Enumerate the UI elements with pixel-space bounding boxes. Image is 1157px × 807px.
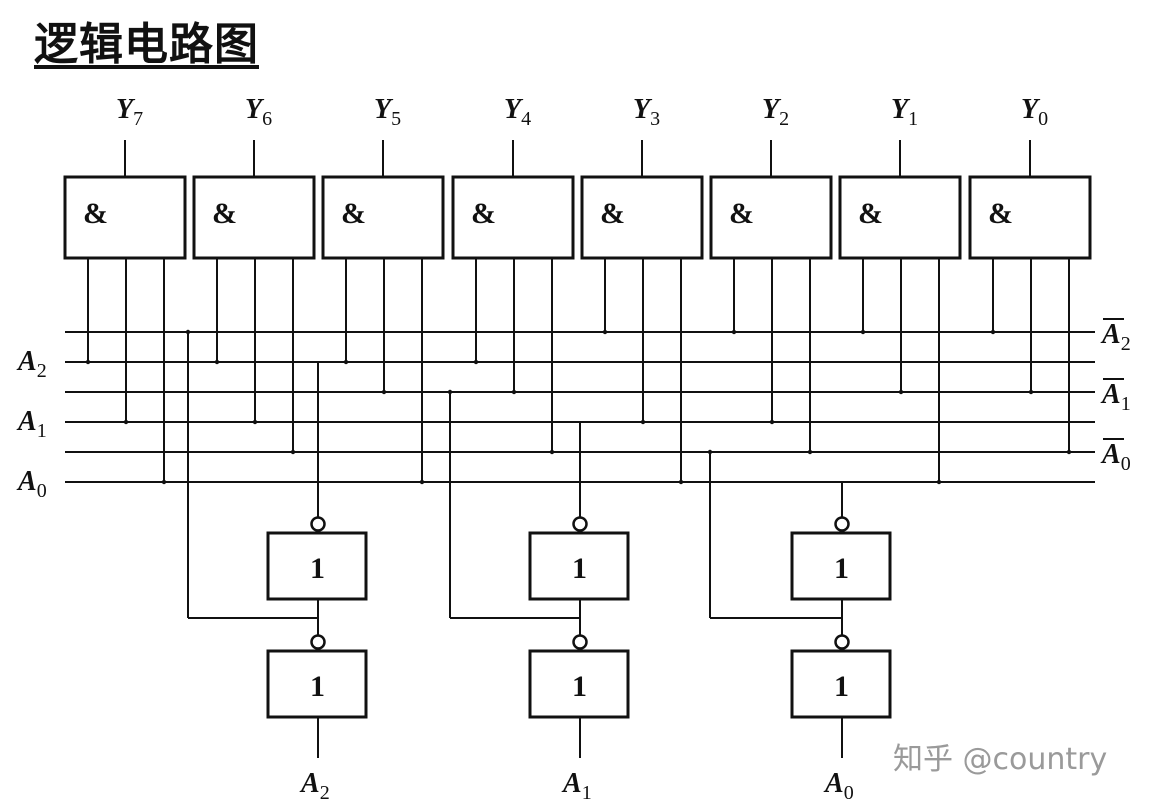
junction-dot (731, 329, 737, 335)
output-label-y4: Y4 (504, 94, 531, 130)
and-gate-symbol: & (212, 197, 237, 230)
output-label-y1: Y1 (891, 94, 918, 130)
and-gate-y7 (63, 175, 187, 260)
junction-dot (161, 479, 167, 485)
junction-dot (419, 479, 425, 485)
junction-dot (769, 419, 775, 425)
and-gate-y4 (451, 175, 575, 260)
input-label-a1: A1 (561, 768, 592, 804)
junction-dot (936, 479, 942, 485)
and-gate-y2 (709, 175, 833, 260)
input-label-a0: A0 (823, 768, 854, 804)
inverter-symbol: 1 (310, 552, 325, 585)
page-title: 逻辑电路图 (34, 19, 259, 70)
inverter-symbol: 1 (310, 670, 325, 703)
inverter-symbol: 1 (834, 552, 849, 585)
inverter-gate-lower (266, 649, 368, 719)
junction-dot (1066, 449, 1072, 455)
inverter-gate-upper (266, 531, 368, 601)
junction-dot (707, 449, 713, 455)
bus-label-a0: A0 (16, 466, 47, 502)
watermark: 知乎 @country (893, 742, 1108, 777)
and-gate-symbol: & (600, 197, 625, 230)
junction-dot (123, 419, 129, 425)
bus-label-a2bar: A2 (1100, 319, 1131, 355)
inverter-symbol: 1 (572, 552, 587, 585)
and-gate-symbol: & (471, 197, 496, 230)
input-label-a2: A2 (299, 768, 330, 804)
junction-dot (290, 449, 296, 455)
and-gate-y6 (192, 175, 316, 260)
junction-dot (640, 419, 646, 425)
inverter-symbol: 1 (572, 670, 587, 703)
and-gate-symbol: & (83, 197, 108, 230)
junction-dot (85, 359, 91, 365)
junction-dot (678, 479, 684, 485)
and-gate-symbol: & (858, 197, 883, 230)
output-label-y6: Y6 (245, 94, 272, 130)
junction-dot (473, 359, 479, 365)
junction-dot (252, 419, 258, 425)
inverter-gate-upper (790, 531, 892, 601)
junction-dot (990, 329, 996, 335)
junction-dot (807, 449, 813, 455)
bus-label-a1: A1 (16, 406, 47, 442)
junction-dot (214, 359, 220, 365)
and-gate-y5 (321, 175, 445, 260)
bus-label-a0bar: A0 (1100, 439, 1131, 475)
bus-label-a1bar: A1 (1100, 379, 1131, 415)
inverter-bubble (572, 634, 588, 650)
junction-dot (381, 389, 387, 395)
junction-dot (511, 389, 517, 395)
bus-label-a2: A2 (16, 346, 47, 382)
output-label-y5: Y5 (374, 94, 401, 130)
junction-dot (602, 329, 608, 335)
inverter-symbol: 1 (834, 670, 849, 703)
output-label-y3: Y3 (633, 94, 660, 130)
inverter-bubble (310, 516, 326, 532)
junction-dot (447, 389, 453, 395)
inverter-bubble (310, 634, 326, 650)
inverter-bubble (572, 516, 588, 532)
junction-dot (549, 449, 555, 455)
and-gate-symbol: & (729, 197, 754, 230)
inverter-bubble (834, 634, 850, 650)
and-gate-symbol: & (341, 197, 366, 230)
junction-dot (898, 389, 904, 395)
and-gate-symbol: & (988, 197, 1013, 230)
inverter-bubble (834, 516, 850, 532)
output-label-y2: Y2 (762, 94, 789, 130)
and-gate-y1 (838, 175, 962, 260)
output-label-y0: Y0 (1021, 94, 1048, 130)
junction-dot (860, 329, 866, 335)
and-gate-y0 (968, 175, 1092, 260)
junction-dot (343, 359, 349, 365)
output-label-y7: Y7 (116, 94, 143, 130)
junction-dot (1028, 389, 1034, 395)
junction-dot (185, 329, 191, 335)
inverter-gate-lower (528, 649, 630, 719)
